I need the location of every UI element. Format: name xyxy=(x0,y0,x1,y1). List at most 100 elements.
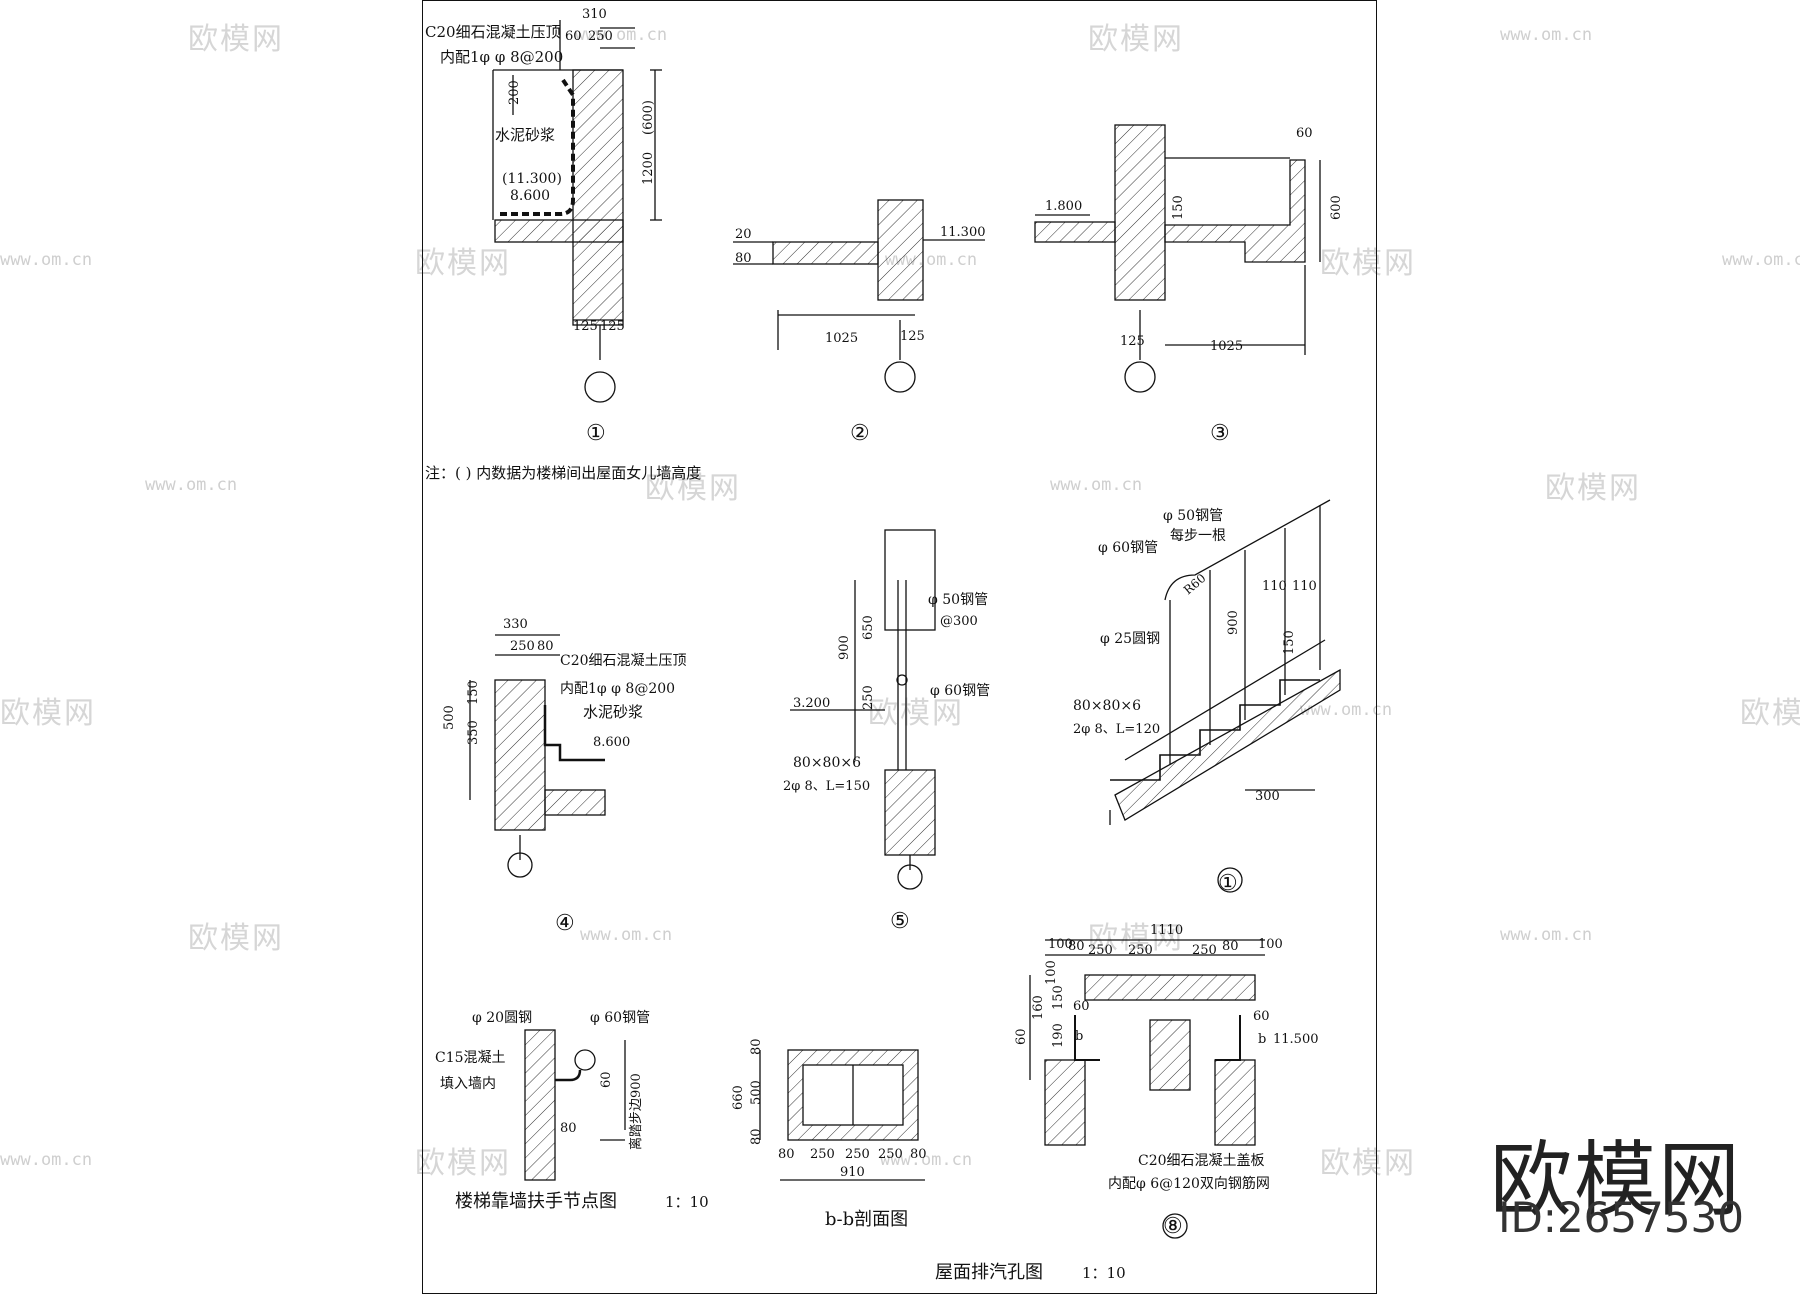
watermark-url: www.om.cn xyxy=(0,250,93,270)
d5-spacing: @300 xyxy=(940,614,978,629)
d2-dim: 80 xyxy=(735,251,752,266)
watermark-brand: 欧模网 xyxy=(1320,246,1416,281)
d9-dim: 80 xyxy=(1068,939,1085,954)
d8-dim: 250 xyxy=(810,1147,835,1162)
watermark-url: www.om.cn xyxy=(880,1150,973,1170)
d6-dim: 150 xyxy=(1282,630,1297,655)
d2-detail-number: ② xyxy=(850,421,870,446)
watermark-url: www.om.cn xyxy=(1500,925,1593,945)
d1-dim: 1200 xyxy=(641,152,656,185)
watermark-brand: 欧模网 xyxy=(1545,471,1641,506)
d3-dim: 125 xyxy=(1120,334,1145,349)
d9-side-dim: 100 xyxy=(1044,960,1059,985)
d6-dim: 110 xyxy=(1262,579,1287,594)
d9-dim: 100 xyxy=(1258,937,1283,952)
watermark-brand: 欧模网 xyxy=(868,696,964,731)
d4-dim: 150 xyxy=(466,680,481,705)
watermark-url: www.om.cn xyxy=(0,1150,93,1170)
d6-dim: 110 xyxy=(1292,579,1317,594)
asset-id-label: ID:2657530 xyxy=(1498,1193,1744,1242)
d8-dim: 80 xyxy=(749,1128,764,1145)
d9-detail-number: ⑧ xyxy=(1163,1214,1183,1239)
d1-mortar-label: 水泥砂浆 xyxy=(495,126,555,144)
d5-dim: 900 xyxy=(837,635,852,660)
d1-detail-number: ① xyxy=(586,421,606,446)
d4-elevation: 8.600 xyxy=(593,735,630,750)
detail-4-parapet xyxy=(469,634,606,878)
d6-pipe-50: φ 50钢管 xyxy=(1163,508,1223,524)
detail-7-wall-handrail xyxy=(524,1029,626,1181)
d4-mortar-label: 水泥砂浆 xyxy=(583,703,643,721)
d7-round-bar: φ 20圆钢 xyxy=(472,1010,532,1026)
d7-height-note: 离踏步边900 xyxy=(628,1073,644,1150)
d8-dim: 500 xyxy=(749,1080,764,1105)
d3-dim: 150 xyxy=(1171,195,1186,220)
d9-section-marker: b xyxy=(1258,1032,1266,1047)
d5-anchor-bolt: 2φ 8、L=150 xyxy=(783,779,870,794)
d8-dim: 80 xyxy=(778,1147,795,1162)
d6-each-step: 每步一根 xyxy=(1170,528,1226,544)
d3-elevation: 1.800 xyxy=(1045,199,1082,214)
brand-logo-text: 欧模网 xyxy=(1489,1133,1742,1228)
d4-detail-number: ④ xyxy=(555,911,575,936)
detail-8-bb-section xyxy=(759,1049,925,1181)
d7-dim: 80 xyxy=(560,1121,577,1136)
d7-dim: 60 xyxy=(599,1071,614,1088)
d1-spec-line1: C20细石混凝土压顶 xyxy=(425,23,561,41)
detail-2-eave xyxy=(733,199,985,393)
watermark-url: www.om.cn xyxy=(580,925,673,945)
d3-dim: 60 xyxy=(1296,126,1313,141)
d9-dim: 250 xyxy=(1088,943,1113,958)
watermark-brand: 欧模网 xyxy=(1088,921,1184,956)
d5-dim: 250 xyxy=(861,685,876,710)
d8-dim: 250 xyxy=(878,1147,903,1162)
d1-dim: 125 xyxy=(573,319,598,334)
d9-dim: 80 xyxy=(1222,939,1239,954)
d6-round-bar: φ 25圆钢 xyxy=(1100,631,1160,647)
d1-dim: 310 xyxy=(582,7,607,22)
watermark-brand: 欧模网 xyxy=(645,471,741,506)
d8-dim: 80 xyxy=(910,1147,927,1162)
d6-radius: R60 xyxy=(1181,571,1209,597)
d9-dim: 250 xyxy=(1192,943,1217,958)
d2-elevation: 11.300 xyxy=(940,225,986,240)
d8-dim: 660 xyxy=(731,1085,746,1110)
d7-concrete-line2: 填入墙内 xyxy=(440,1076,496,1092)
d5-detail-number: ⑤ xyxy=(890,909,910,934)
watermark-brand: 欧模网 xyxy=(1088,22,1184,57)
drawing-sheet-frame xyxy=(422,0,1377,1294)
d9-cap-line1: C20细石混凝土盖板 xyxy=(1138,1153,1265,1169)
watermark-url: www.om.cn xyxy=(1722,250,1800,270)
d3-dim: 600 xyxy=(1329,195,1344,220)
d1-dim: 125 xyxy=(600,319,625,334)
d5-pipe-50: φ 50钢管 xyxy=(928,592,988,608)
watermark-brand: 欧模网 xyxy=(188,22,284,57)
d4-spec-line1: C20细石混凝土压顶 xyxy=(560,653,687,669)
d1-spec-line2: 内配1φ φ 8@200 xyxy=(440,48,563,66)
d2-dim: 1025 xyxy=(825,331,858,346)
detail-9-vent-cap xyxy=(1029,939,1265,1239)
d7-concrete-line1: C15混凝土 xyxy=(435,1050,506,1066)
watermark-url: www.om.cn xyxy=(1500,25,1593,45)
d1-dim: 200 xyxy=(507,80,522,105)
d9-side-dim: 150 xyxy=(1051,985,1066,1010)
d1-dim: (600) xyxy=(641,100,656,135)
d6-anchor-bolt: 2φ 8、L=120 xyxy=(1073,722,1160,737)
d8-dim: 250 xyxy=(845,1147,870,1162)
d1-elevation-upper: (11.300) xyxy=(502,171,562,187)
d5-angle-steel: 80×80×6 xyxy=(793,755,861,771)
d1-dim: 250 xyxy=(588,29,613,44)
d8-title: b-b剖面图 xyxy=(825,1209,908,1230)
detail-6-stair-railing xyxy=(1109,499,1341,893)
detail-5-railing xyxy=(790,529,936,890)
watermark-url: www.om.cn xyxy=(1300,700,1393,720)
sheet-title: 屋面排汽孔图 xyxy=(935,1262,1043,1283)
d3-dim: 1025 xyxy=(1210,339,1243,354)
watermark-brand: 欧模网 xyxy=(0,696,96,731)
d6-detail-number: ① xyxy=(1218,871,1238,896)
detail-3-parapet-gutter xyxy=(1034,124,1321,393)
d7-title: 楼梯靠墙扶手节点图 xyxy=(455,1191,617,1212)
d5-elevation: 3.200 xyxy=(793,696,830,711)
d9-side-dim: 160 xyxy=(1031,995,1046,1020)
